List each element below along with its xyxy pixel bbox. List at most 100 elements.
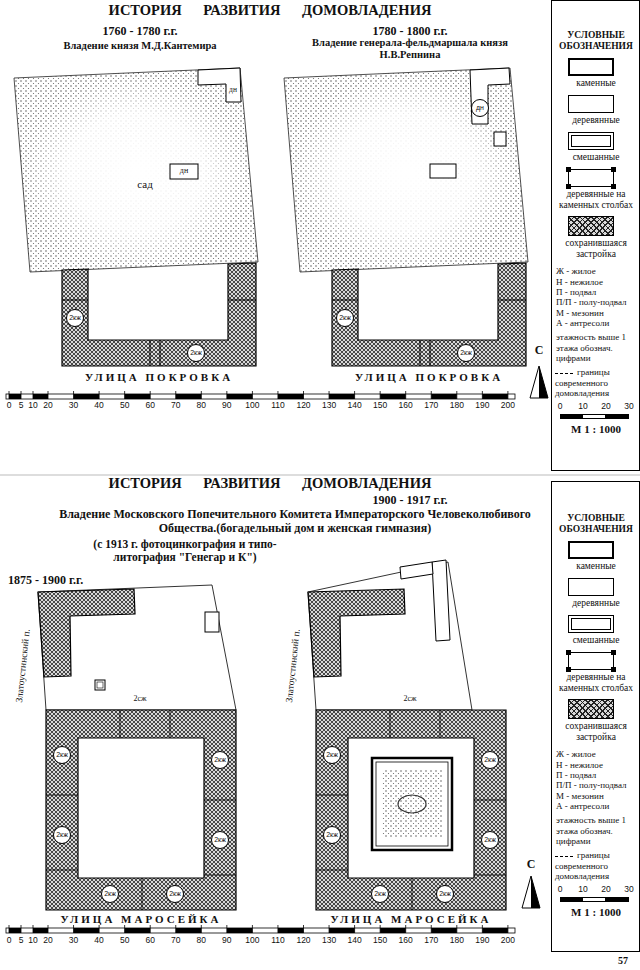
legend-swatch bbox=[555, 373, 573, 374]
legend-note: этажность выше 1 этажа обознач. цифрами bbox=[556, 332, 638, 363]
scale-number: 40 bbox=[94, 401, 103, 411]
scale-tick bbox=[507, 925, 508, 933]
scale-number: 180 bbox=[450, 401, 464, 411]
scale-tick bbox=[354, 391, 355, 399]
scale-tick bbox=[380, 391, 381, 399]
scale-number: 5 bbox=[19, 401, 24, 411]
street-name: УЛИЦА МАРОСЕЙКА bbox=[330, 913, 491, 926]
scale-segment bbox=[9, 928, 21, 933]
legend-panel bbox=[552, 482, 640, 952]
floor-mark: 2кж bbox=[211, 751, 229, 769]
floor-mark: 2кж bbox=[481, 831, 499, 849]
scale-tick bbox=[431, 391, 432, 399]
abbreviation: П/П - полу-подвал bbox=[556, 780, 638, 790]
legend-swatch bbox=[568, 58, 614, 76]
abbreviation: П/П - полу-подвал bbox=[556, 297, 638, 307]
garden bbox=[14, 68, 258, 272]
scale-tick bbox=[482, 391, 483, 399]
wooden-building bbox=[432, 560, 450, 641]
scale-segment bbox=[278, 928, 304, 933]
scale-segment bbox=[176, 928, 202, 933]
lane-name: Златоустинский п. bbox=[14, 629, 33, 704]
legend-text: сохранившаяся застройка bbox=[553, 721, 639, 743]
scale-tick bbox=[456, 391, 457, 399]
scale-number: 20 bbox=[601, 402, 610, 412]
owner: Владение князя М.Д.Кантемира bbox=[63, 40, 216, 52]
scale-segment bbox=[227, 394, 253, 399]
floor-mark: 2кж bbox=[323, 746, 341, 764]
wooden-building bbox=[198, 68, 241, 102]
scale-tick bbox=[329, 925, 330, 933]
scale-segment bbox=[125, 394, 151, 399]
scale-tick bbox=[252, 391, 253, 399]
legend-swatch bbox=[568, 216, 614, 236]
scale-number: 60 bbox=[145, 936, 154, 946]
scale-number: 10 bbox=[28, 401, 37, 411]
pillar-dot bbox=[611, 667, 616, 672]
scale-tick bbox=[150, 391, 151, 399]
abbreviation: Н - нежилое bbox=[556, 277, 638, 287]
scale-number: 140 bbox=[348, 936, 362, 946]
scale-number: 170 bbox=[424, 936, 438, 946]
scale-number: 200 bbox=[501, 936, 515, 946]
preserved-building bbox=[62, 263, 256, 366]
scale-ratio: М 1 : 1000 bbox=[571, 423, 621, 436]
floor-mark: 2кж bbox=[53, 826, 71, 844]
building-mark: дн bbox=[229, 86, 237, 95]
scale-number: 70 bbox=[171, 936, 180, 946]
scale-segment bbox=[227, 928, 253, 933]
scale-number: 150 bbox=[373, 936, 387, 946]
scale-tick bbox=[405, 391, 406, 399]
scale-number: 90 bbox=[222, 936, 231, 946]
scale-number: 50 bbox=[120, 936, 129, 946]
scale-segment bbox=[9, 394, 21, 399]
scale-tick bbox=[99, 925, 100, 933]
scale-number: 100 bbox=[245, 936, 259, 946]
wall-division bbox=[316, 710, 506, 910]
scale-tick bbox=[48, 391, 49, 399]
scale-segment bbox=[74, 928, 100, 933]
abbreviation: Н - нежилое bbox=[556, 760, 638, 770]
pillar-dot bbox=[566, 184, 571, 189]
scale-number: 5 bbox=[19, 936, 24, 946]
scale-number: 40 bbox=[94, 936, 103, 946]
scale-bars bbox=[6, 391, 515, 933]
scale-tick bbox=[252, 925, 253, 933]
legend-note: этажность выше 1 этажа обознач. цифрами bbox=[556, 815, 638, 846]
scale-number: 200 bbox=[501, 401, 515, 411]
scale-segment bbox=[176, 394, 202, 399]
scale-tick bbox=[9, 391, 10, 399]
plan-1900-buildings bbox=[308, 589, 506, 910]
period: 1760 - 1780 г.г. bbox=[102, 25, 177, 39]
scale-number: 90 bbox=[222, 401, 231, 411]
preserved-building bbox=[308, 589, 405, 677]
scale-bar bbox=[560, 414, 629, 419]
abbreviation: А - антресоли bbox=[556, 801, 638, 811]
scale-number: 30 bbox=[624, 885, 633, 895]
scale-tick bbox=[226, 925, 227, 933]
lot-outline bbox=[284, 68, 528, 272]
garden bbox=[284, 68, 528, 272]
scale-tick bbox=[431, 925, 432, 933]
scale-number: 0 bbox=[558, 402, 563, 412]
garden-label: сад bbox=[137, 178, 153, 191]
scale-segment bbox=[125, 928, 151, 933]
period: 1900 - 1917 г.г. bbox=[372, 494, 447, 508]
north-label: С bbox=[535, 344, 544, 358]
legend-swatch bbox=[568, 95, 614, 113]
floor-mark: 2кж bbox=[481, 751, 499, 769]
scale-tick bbox=[226, 391, 227, 399]
lot-outline bbox=[14, 68, 258, 272]
floor-mark: 2кж bbox=[166, 885, 184, 903]
scale-segment bbox=[329, 928, 355, 933]
scale-tick bbox=[124, 391, 125, 399]
pillar-dot bbox=[611, 184, 616, 189]
wooden-building bbox=[430, 164, 456, 178]
period: 1875 - 1900 г.г. bbox=[8, 574, 83, 588]
preserved-building bbox=[46, 710, 236, 910]
scale-number: 160 bbox=[399, 401, 413, 411]
scale-tick bbox=[507, 391, 508, 399]
scale-segment bbox=[482, 928, 508, 933]
legend-swatch bbox=[555, 856, 573, 857]
